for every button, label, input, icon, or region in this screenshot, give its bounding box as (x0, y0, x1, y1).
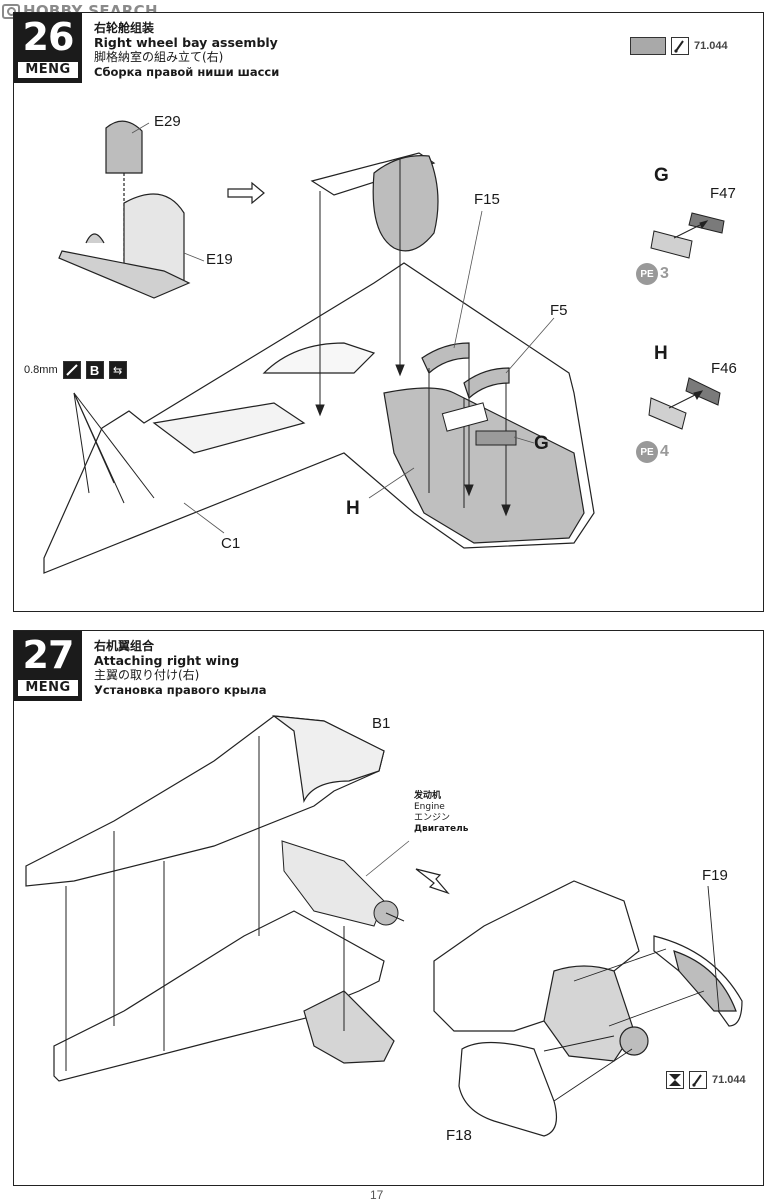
title-zh: 右机翼组合 (94, 639, 155, 653)
engine-leader-line (365, 840, 410, 877)
engine-label-ru: Двигатель (414, 824, 469, 834)
hourglass-icon (666, 1071, 684, 1089)
leader-lines (131, 122, 555, 534)
label-f5: F5 (550, 302, 568, 319)
step-27-titles: 右机翼组合 Attaching right wing 主翼の取り付け(右) Ус… (94, 639, 266, 697)
part-f5-shape (463, 367, 510, 400)
subassembly-h-label: H (654, 343, 668, 364)
brand-logo: MENG (18, 62, 78, 78)
drill-icon (62, 361, 81, 379)
part-f18-shape (458, 1041, 557, 1137)
step-number: 27 (22, 633, 75, 677)
pe-circle: PE (636, 441, 658, 463)
panel-lines (543, 885, 720, 1102)
label-b1: B1 (372, 715, 391, 732)
title-ja: 主翼の取り付け(右) (94, 668, 200, 682)
pe-badge-4: PE 4 (636, 441, 669, 463)
brand-logo: MENG (18, 680, 78, 696)
subassembly-h-shape (648, 377, 721, 430)
title-en: Attaching right wing (94, 652, 240, 668)
step-27-badge: 27 MENG (14, 631, 82, 701)
engine-shape (281, 840, 405, 927)
paint-swatch (630, 37, 666, 55)
swap-arrows-icon: ⇆ (108, 361, 127, 379)
wing-c1-shape (43, 262, 595, 574)
label-f18: F18 (446, 1127, 472, 1144)
label-e19: E19 (206, 251, 233, 268)
part-e29-shape (105, 120, 143, 174)
drill-b-label: B (89, 362, 100, 378)
engine-label-en: Engine (414, 802, 445, 812)
wheel-bay-subassembly (58, 120, 191, 299)
assembly-lines (73, 158, 511, 517)
pe-circle: PE (636, 263, 658, 285)
paint-callout: 71.044 (630, 37, 728, 55)
title-ru: Установка правого крыла (94, 682, 267, 697)
brush-icon (671, 37, 689, 55)
arrow-right-icon (227, 181, 265, 205)
subassembly-g-label: G (654, 165, 669, 186)
engine-label-ja: エンジン (414, 813, 451, 823)
label-f19: F19 (702, 867, 728, 884)
step-26-titles: 右轮舱组装 Right wheel bay assembly 脚格納室の組み立て… (94, 21, 279, 79)
title-ja: 脚格納室の組み立て(右) (94, 50, 224, 64)
title-en: Right wheel bay assembly (94, 34, 278, 50)
label-f46: F46 (711, 360, 737, 377)
assembly-lines (65, 736, 345, 1071)
label-g: G (534, 433, 549, 454)
paint-code: 71.044 (694, 40, 728, 52)
paint-callout: 71.044 (666, 1071, 746, 1089)
part-f19-shape (653, 935, 743, 1027)
subassembly-g-shape (650, 212, 725, 259)
engine-label: 发动机 Engine エンジン Двигатель (414, 791, 468, 835)
pe-badge-3: PE 3 (636, 263, 669, 285)
step-26-panel: 26 MENG 右轮舱组装 Right wheel bay assembly 脚… (13, 12, 764, 612)
label-h: H (346, 498, 360, 519)
step-27-panel: 27 MENG 右机翼组合 Attaching right wing 主翼の取り… (13, 630, 764, 1186)
brush-icon (689, 1071, 707, 1089)
bay-plate-shape (310, 152, 439, 252)
pe-number: 3 (660, 265, 669, 282)
drill-callout: 0.8mm B ⇆ (24, 361, 127, 379)
step-26-badge: 26 MENG (14, 13, 82, 83)
pe-number: 4 (660, 443, 669, 460)
drill-size: 0.8mm (24, 364, 58, 376)
step-27-illustration (25, 715, 743, 1137)
step-number: 26 (22, 15, 75, 59)
arrow-diagonal-icon (415, 868, 450, 895)
title-zh: 右轮舱组装 (94, 21, 155, 35)
paint-code: 71.044 (712, 1074, 746, 1086)
b-letter-icon: B (85, 361, 104, 379)
wing-lower-shape (53, 910, 395, 1082)
subassembly-g-bar (441, 402, 517, 446)
page-number: 17 (370, 1188, 384, 1202)
engine-label-zh: 发动机 (414, 791, 442, 801)
title-ru: Сборка правой ниши шасси (94, 64, 280, 79)
label-f47: F47 (710, 185, 736, 202)
label-f15: F15 (474, 191, 500, 208)
label-e29: E29 (154, 113, 181, 130)
assembled-wing-shape (433, 880, 649, 1062)
step-26-illustration (43, 120, 725, 574)
wing-b1-shape (25, 715, 385, 887)
label-c1: C1 (221, 535, 241, 552)
camera-icon (2, 3, 20, 19)
